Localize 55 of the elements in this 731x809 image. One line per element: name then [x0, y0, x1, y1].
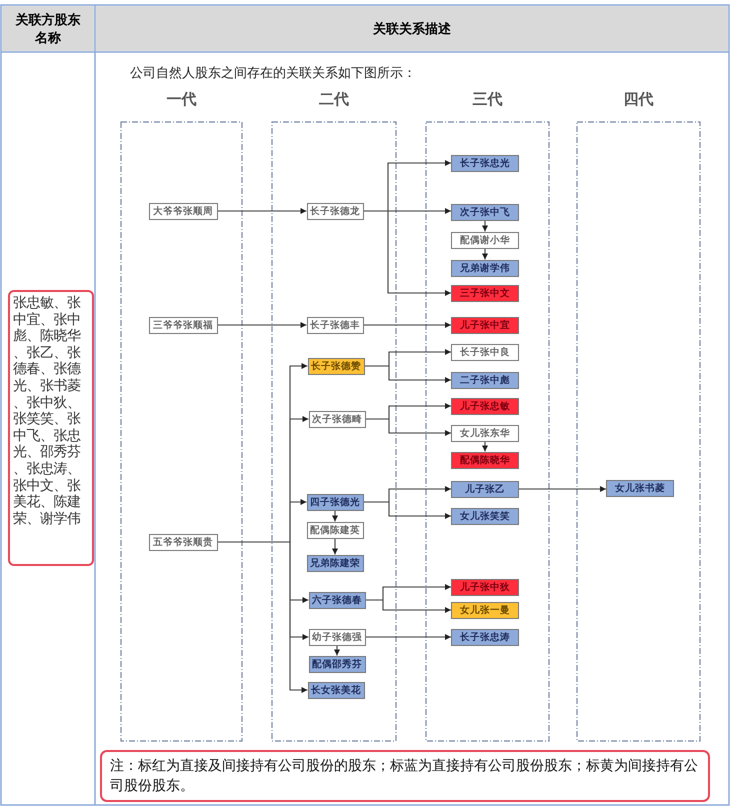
person-box: 大爷爷张顺周: [148, 202, 218, 220]
person-box: 幼子张德强: [308, 628, 366, 646]
person-box: 配偶邵秀芬: [308, 656, 366, 672]
person-box: 长子张中良: [451, 344, 519, 360]
arrow: [482, 220, 488, 232]
arrow: [364, 322, 451, 328]
person-box: 次子张德畸: [308, 410, 366, 428]
arrow: [364, 501, 451, 519]
arrow: [332, 538, 338, 554]
arrow: [334, 646, 340, 656]
person-box: 长子张忠光: [451, 154, 519, 172]
header-cell: 关联方股东名称: [2, 6, 94, 51]
person-box: 六子张德春: [308, 592, 366, 608]
person-box: 配偶陈建英: [306, 522, 364, 538]
column-heading: 二代: [318, 90, 350, 109]
person-box: 兄弟陈建荣: [306, 554, 364, 572]
person-box: 女儿张书菱: [606, 480, 674, 496]
person-box: 二子张中彪: [451, 372, 519, 388]
person-box: 儿子张忠敏: [451, 398, 519, 414]
arrow: [482, 442, 488, 452]
person-box: 兄弟谢学伟: [451, 260, 519, 276]
column-heading: 三代: [472, 90, 504, 109]
person-box: 长女张美花: [308, 682, 364, 698]
person-box: 女儿张笑笑: [451, 508, 519, 524]
person-box: 长子张德丰: [306, 316, 364, 334]
column-heading: 四代: [622, 90, 654, 109]
intro-text: 公司自然人股东之间存在的关联关系如下图所示：: [130, 64, 417, 82]
person-box: 四子张德光: [306, 494, 364, 510]
arrow: [218, 208, 306, 214]
arrow: [364, 365, 451, 383]
arrow: [366, 634, 451, 640]
person-box: 长子张德龙: [306, 202, 364, 220]
arrow: [519, 486, 606, 492]
column-heading: 一代: [166, 90, 198, 109]
arrow: [482, 248, 488, 260]
person-box: 儿子张乙: [451, 480, 519, 498]
person-box: 儿子张中狄: [451, 578, 519, 596]
person-box: 女儿张东华: [451, 424, 519, 442]
name-list: 张忠敏、张中宜、张中彪、陈晓华、张乙、张德春、张德光、张书菱、张中狄、张笑笑、张中飞、张忠光、邵秀芬、张忠涛、张中文、张美花、陈建荣、谢学伟: [8, 290, 94, 566]
header-cell: 关联关系描述: [96, 6, 728, 51]
arrow: [332, 510, 338, 522]
arrow: [218, 541, 308, 693]
note-text: 注：标红为直接及间接持有公司股份的股东；标蓝为直接持有公司股份股东；标黄为间接持有公司股份股东。: [100, 750, 710, 802]
person-box: 配偶陈晓华: [451, 452, 519, 468]
person-box: 三爷爷张顺福: [148, 316, 218, 334]
person-box: 长子张德赞: [308, 358, 364, 374]
person-box: 长子张忠涛: [451, 628, 519, 646]
person-box: 配偶谢小华: [451, 232, 519, 248]
arrow: [218, 322, 306, 328]
arrow: [366, 418, 451, 436]
person-box: 次子张中飞: [451, 204, 519, 220]
person-box: 三子张中文: [451, 284, 519, 302]
person-box: 五爷爷张顺贵: [148, 534, 218, 550]
person-box: 儿子张中宜: [451, 316, 519, 334]
person-box: 女儿张一曼: [451, 602, 519, 618]
